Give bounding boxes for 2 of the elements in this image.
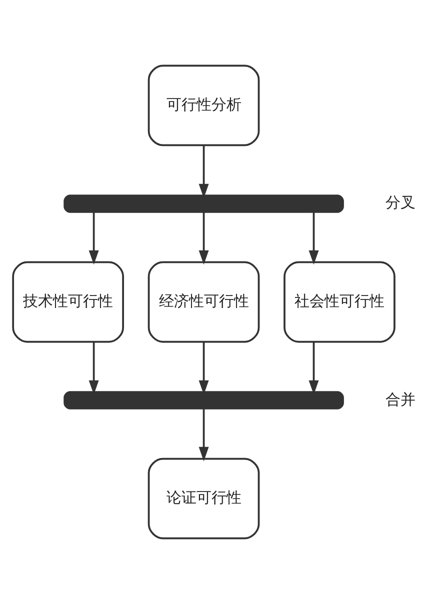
node-label: 合并: [385, 390, 416, 408]
node-label: 分叉: [385, 194, 416, 212]
